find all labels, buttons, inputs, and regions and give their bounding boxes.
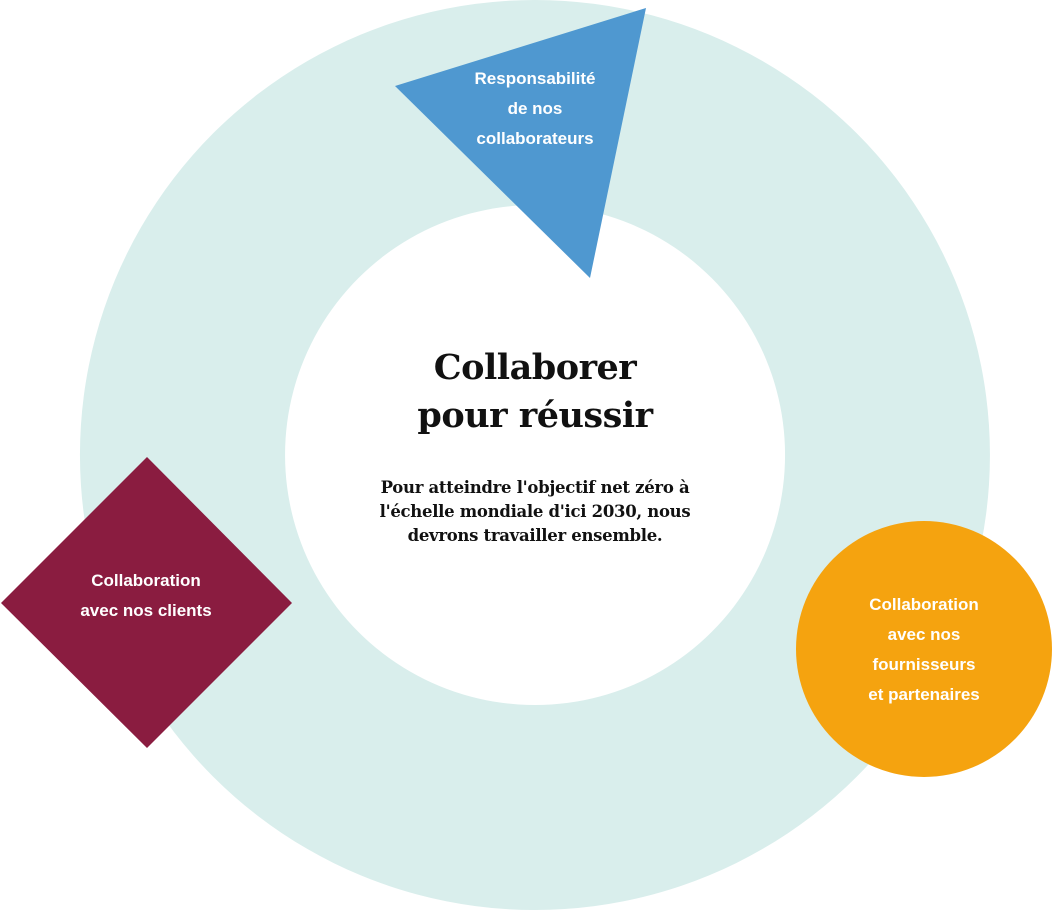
center-text: Collaborer pour réussir Pour atteindre l… (335, 344, 735, 548)
node-label-line: de nos (507, 99, 563, 118)
node-label-employees: Responsabilité de nos collaborateurs (440, 64, 630, 154)
center-description: Pour atteindre l'objectif net zéro à l'é… (335, 476, 735, 548)
triangle-shape (395, 8, 646, 278)
node-label-clients: Collaboration avec nos clients (36, 566, 256, 626)
center-title: Collaborer pour réussir (335, 344, 735, 440)
center-title-line: Collaborer (433, 347, 637, 388)
node-label-line: Collaboration (91, 571, 201, 590)
node-label-line: fournisseurs (872, 655, 976, 674)
circle-shape (796, 521, 1052, 777)
center-description-line: Pour atteindre l'objectif net zéro à (380, 478, 690, 497)
node-label-line: collaborateurs (476, 129, 594, 148)
node-label-line: avec nos clients (80, 601, 212, 620)
node-label-line: Responsabilité (474, 69, 596, 88)
cycle-ring (79, 0, 990, 910)
node-label-line: avec nos (887, 625, 961, 644)
center-title-line: pour réussir (417, 395, 653, 436)
node-label-line: Collaboration (869, 595, 979, 614)
center-description-line: l'échelle mondiale d'ici 2030, nous (379, 502, 691, 521)
node-label-line: et partenaires (868, 685, 980, 704)
center-description-line: devrons travailler ensemble. (407, 526, 663, 545)
node-label-suppliers: Collaboration avec nos fournisseurs et p… (824, 590, 1024, 710)
diamond-shape (1, 457, 292, 748)
